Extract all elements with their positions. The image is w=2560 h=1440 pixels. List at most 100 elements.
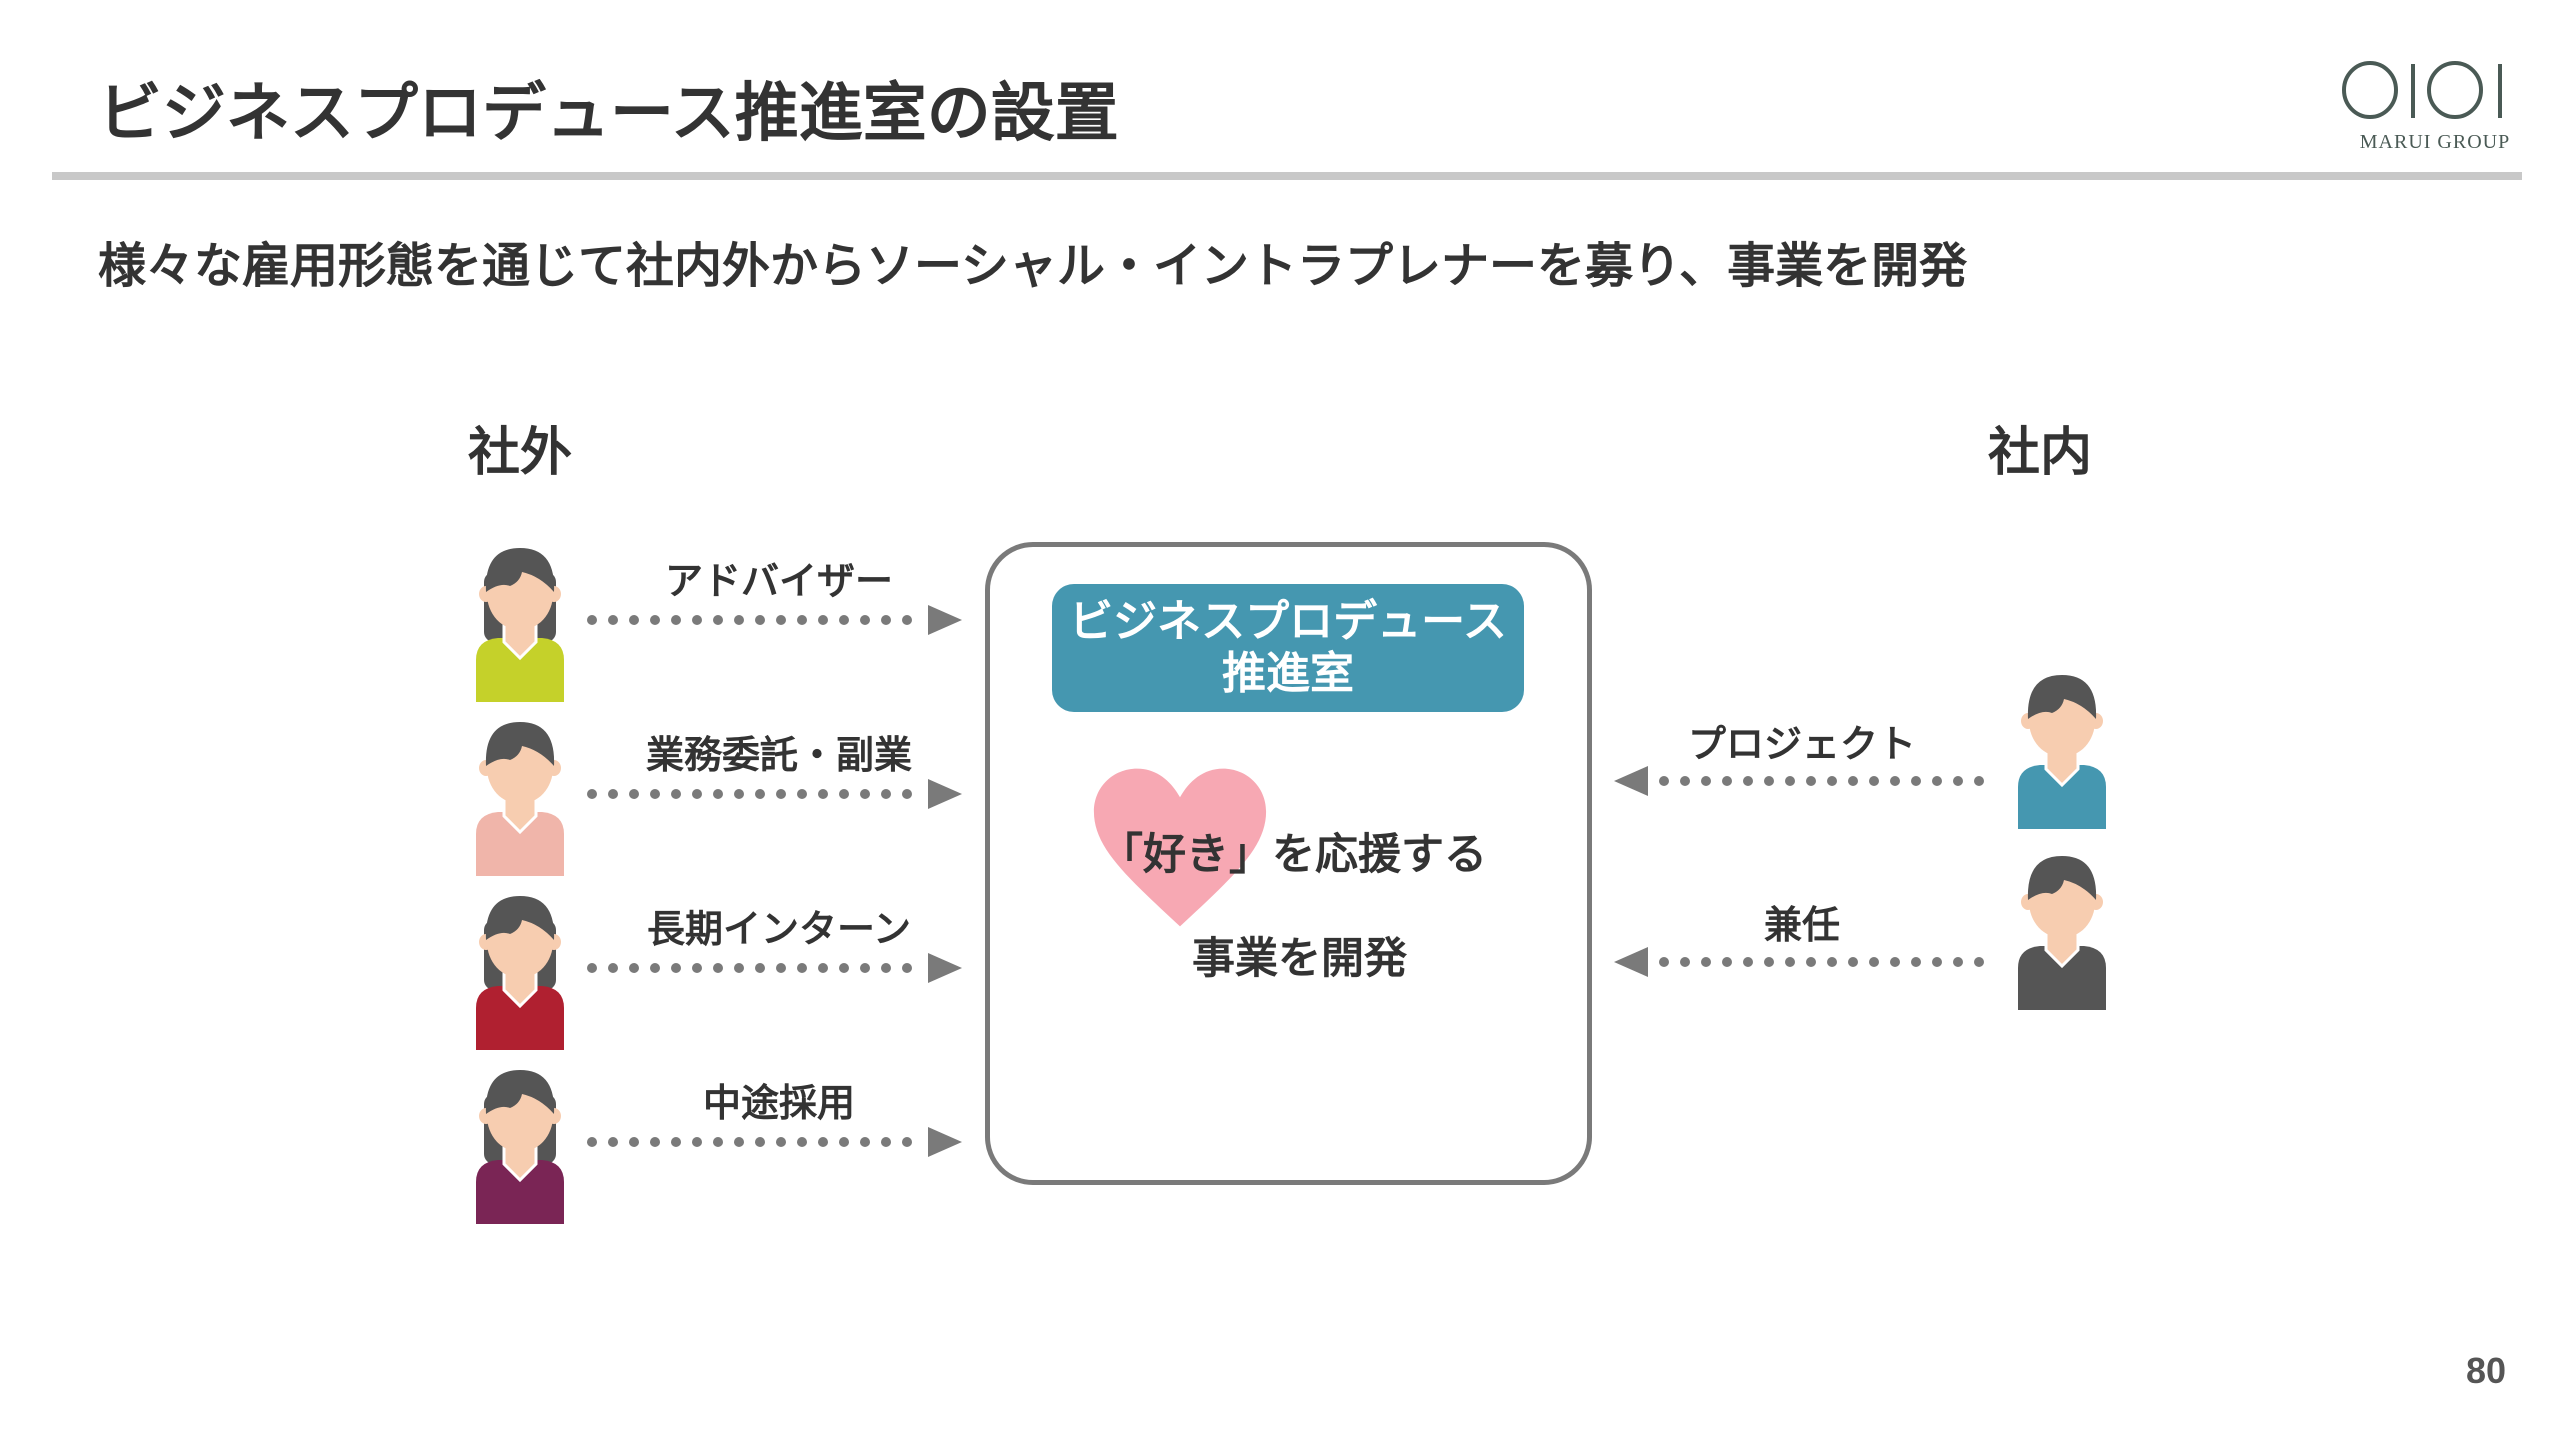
dot <box>860 1137 870 1147</box>
develop-text: 事業を開発 <box>1192 935 1407 983</box>
dot <box>1764 776 1774 786</box>
page-title: ビジネスプロデュース推進室の設置 <box>98 77 1119 149</box>
center-box <box>985 542 1592 1185</box>
dot <box>860 789 870 799</box>
dot <box>1911 776 1921 786</box>
internal-role-label: プロジェクト <box>1687 724 1917 766</box>
dot <box>587 1137 597 1147</box>
person-icon <box>2012 850 2112 1010</box>
marui-group-logo: MARUI GROUP <box>2340 58 2520 154</box>
arrow-right-icon <box>586 779 966 809</box>
dot <box>1701 957 1711 967</box>
dot <box>650 789 660 799</box>
dot <box>902 963 912 973</box>
dot <box>776 1137 786 1147</box>
dot <box>1701 776 1711 786</box>
dot <box>713 963 723 973</box>
arrow-right-icon <box>586 1127 966 1157</box>
dot <box>797 963 807 973</box>
dot <box>839 615 849 625</box>
dot <box>797 1137 807 1147</box>
dot <box>1911 957 1921 967</box>
arrow-right-icon <box>586 953 966 983</box>
dot <box>839 1137 849 1147</box>
person-icon <box>2012 669 2112 829</box>
dot <box>1785 957 1795 967</box>
person-icon <box>470 890 570 1050</box>
dot <box>818 789 828 799</box>
heart-icon <box>1090 765 1270 930</box>
dot <box>692 789 702 799</box>
dot <box>902 789 912 799</box>
external-role-label: 中途採用 <box>702 1083 856 1125</box>
dot <box>608 1137 618 1147</box>
dot <box>629 615 639 625</box>
dot <box>1722 776 1732 786</box>
title-divider <box>52 172 2522 180</box>
dot <box>1869 957 1879 967</box>
dot <box>839 963 849 973</box>
dot <box>755 1137 765 1147</box>
dot <box>1827 776 1837 786</box>
internal-heading: 社内 <box>1988 424 2093 482</box>
dot <box>860 615 870 625</box>
dot <box>1806 776 1816 786</box>
dot <box>713 789 723 799</box>
dot <box>1932 957 1942 967</box>
dot <box>692 1137 702 1147</box>
dot <box>713 615 723 625</box>
external-role-label: アドバイザー <box>664 561 894 603</box>
dot <box>1785 776 1795 786</box>
dot <box>1806 957 1816 967</box>
dot <box>881 789 891 799</box>
dot <box>1974 776 1984 786</box>
office-name-line2: 推進室 <box>1222 649 1354 698</box>
dot <box>902 615 912 625</box>
dot <box>797 789 807 799</box>
person-icon <box>470 716 570 876</box>
dot <box>1953 776 1963 786</box>
dot <box>608 615 618 625</box>
dot <box>713 1137 723 1147</box>
person-icon <box>470 1064 570 1224</box>
dot <box>1848 776 1858 786</box>
dot <box>671 615 681 625</box>
dot <box>1659 957 1669 967</box>
dot <box>1890 776 1900 786</box>
dot <box>881 963 891 973</box>
dot <box>1743 776 1753 786</box>
dot <box>1932 776 1942 786</box>
person-icon <box>470 542 570 702</box>
dot <box>755 615 765 625</box>
arrow-right-icon <box>586 605 966 635</box>
dot <box>671 1137 681 1147</box>
dot <box>839 789 849 799</box>
dot <box>1743 957 1753 967</box>
dot <box>860 963 870 973</box>
dot <box>797 615 807 625</box>
dot <box>1764 957 1774 967</box>
dot <box>1680 957 1690 967</box>
internal-role-label: 兼任 <box>1763 905 1841 947</box>
dot <box>629 789 639 799</box>
dot <box>734 615 744 625</box>
dot <box>776 789 786 799</box>
dot <box>671 963 681 973</box>
dot <box>818 1137 828 1147</box>
svg-text:MARUI GROUP: MARUI GROUP <box>2360 131 2510 153</box>
dot <box>818 615 828 625</box>
subtitle: 様々な雇用形態を通じて社内外からソーシャル・イントラプレナーを募り、事業を開発 <box>98 240 1968 293</box>
dot <box>587 963 597 973</box>
dot <box>650 615 660 625</box>
dot <box>755 963 765 973</box>
dot <box>608 789 618 799</box>
dot <box>881 1137 891 1147</box>
external-role-label: 長期インターン <box>646 909 912 951</box>
dot <box>734 789 744 799</box>
dot <box>734 963 744 973</box>
dot <box>671 789 681 799</box>
dot <box>755 789 765 799</box>
dot <box>818 963 828 973</box>
office-name-line1: ビジネスプロデュース <box>1069 597 1507 646</box>
dot <box>1890 957 1900 967</box>
